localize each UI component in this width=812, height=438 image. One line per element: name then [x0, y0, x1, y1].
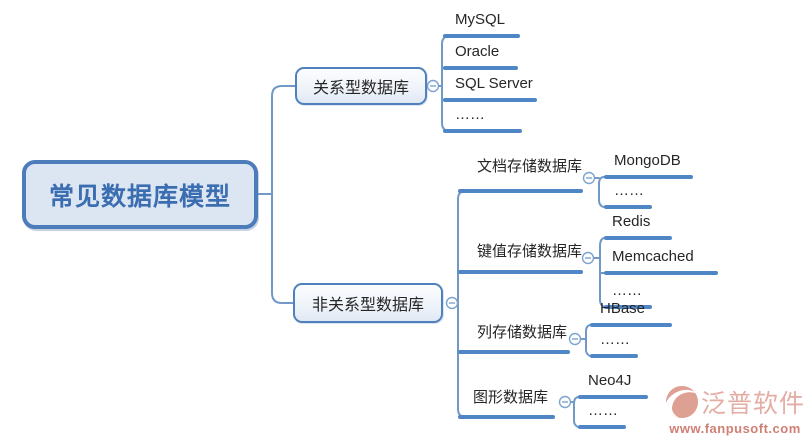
node-label: HBase — [600, 300, 646, 317]
collapse-minus-icon[interactable] — [445, 296, 459, 310]
mindmap-node-neo4j[interactable]: Neo4J — [578, 371, 648, 399]
mindmap-node-graph-more[interactable]: …… — [578, 401, 626, 429]
mindmap-node-hbase[interactable]: HBase — [590, 299, 672, 327]
collapse-minus-icon[interactable] — [568, 332, 582, 346]
node-label: 键值存储数据库 — [477, 243, 583, 260]
node-label: 列存储数据库 — [477, 324, 568, 341]
branch-line — [443, 66, 518, 70]
branch-line — [604, 175, 693, 179]
connector-graph-branch — [570, 396, 579, 428]
mindmap-node-memcached[interactable]: Memcached — [604, 247, 718, 275]
collapse-minus-icon[interactable] — [558, 395, 572, 409]
mindmap-node-relational[interactable]: 关系型数据库 — [295, 67, 427, 105]
mindmap-node-graph[interactable]: 图形数据库 — [458, 388, 555, 419]
node-label: Redis — [612, 213, 651, 230]
node-label: 文档存储数据库 — [477, 158, 583, 175]
collapse-minus-icon[interactable] — [426, 79, 440, 93]
node-label: …… — [588, 402, 618, 419]
node-label: Memcached — [612, 248, 694, 265]
collapse-minus-icon[interactable] — [582, 171, 596, 185]
node-label: …… — [600, 331, 630, 348]
connector-column-branch — [580, 324, 591, 357]
branch-line — [458, 189, 583, 193]
node-label: MongoDB — [614, 152, 681, 169]
mindmap-node-relational-more[interactable]: …… — [443, 105, 522, 133]
connector-document-branch — [594, 176, 605, 208]
connector-keyvalue-branch — [593, 237, 605, 308]
node-label: 非关系型数据库 — [311, 297, 424, 314]
branch-line — [604, 305, 652, 309]
node-label: Oracle — [455, 43, 500, 60]
node-label: 图形数据库 — [473, 389, 549, 406]
branch-line — [443, 34, 520, 38]
node-label: MySQL — [455, 11, 506, 28]
branch-line — [578, 425, 626, 429]
branch-line — [590, 323, 672, 327]
collapse-minus-icon[interactable] — [581, 251, 595, 265]
node-label: …… — [612, 282, 642, 299]
mindmap-node-mongodb[interactable]: MongoDB — [604, 151, 693, 179]
mindmap-node-document[interactable]: 文档存储数据库 — [458, 157, 583, 193]
branch-line — [604, 236, 672, 240]
mindmap-node-keyvalue[interactable]: 键值存储数据库 — [458, 242, 583, 274]
branch-line — [443, 129, 522, 133]
mindmap-node-oracle[interactable]: Oracle — [443, 42, 518, 70]
mindmap-node-root[interactable]: 常见数据库模型 — [22, 160, 258, 229]
branch-line — [458, 270, 583, 274]
node-label: 常见数据库模型 — [48, 182, 231, 211]
mindmap-node-column[interactable]: 列存储数据库 — [458, 323, 570, 354]
watermark: 泛普软件 www.fanpusoft.com — [660, 384, 810, 436]
node-label: Neo4J — [588, 372, 632, 389]
branch-line — [458, 415, 555, 419]
mindmap-node-keyvalue-more[interactable]: …… — [604, 281, 652, 309]
watermark-brand: 泛普软件 — [700, 390, 805, 418]
branch-line — [604, 271, 718, 275]
connector-relational-branch — [437, 35, 451, 132]
connector-nonrelational-branch — [456, 190, 467, 418]
mindmap-node-document-more[interactable]: …… — [604, 181, 652, 209]
mindmap-node-column-more[interactable]: …… — [590, 330, 638, 358]
fanpu-logo-icon — [665, 385, 699, 419]
mindmap-node-nonrelational[interactable]: 非关系型数据库 — [293, 283, 443, 323]
watermark-brand-row: 泛普软件 — [660, 384, 810, 420]
node-label: SQL Server — [455, 75, 533, 92]
node-label: …… — [614, 182, 644, 199]
node-label: 关系型数据库 — [312, 80, 409, 97]
watermark-url: www.fanpusoft.com — [669, 421, 801, 436]
mindmap-node-redis[interactable]: Redis — [604, 212, 672, 240]
mindmap-node-sqlserver[interactable]: SQL Server — [443, 74, 537, 102]
branch-line — [590, 354, 638, 358]
branch-line — [443, 98, 537, 102]
connector-root-branch — [257, 85, 296, 304]
branch-line — [604, 205, 652, 209]
mindmap-node-mysql[interactable]: MySQL — [443, 10, 520, 38]
node-label: …… — [455, 106, 485, 123]
branch-line — [458, 350, 570, 354]
branch-line — [578, 395, 648, 399]
